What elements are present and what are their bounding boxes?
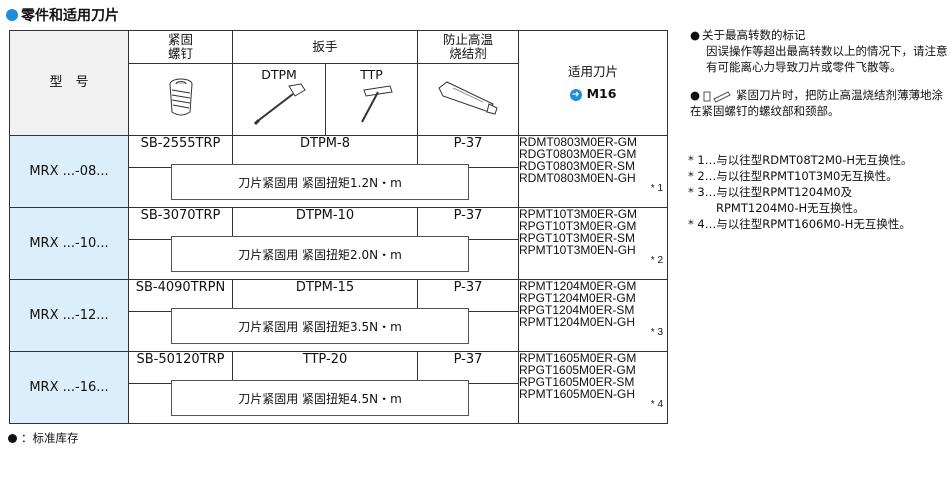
antiseize-cell: P-37 bbox=[417, 135, 520, 168]
torque-box: 刀片紧固用 紧固扭矩4.5N・m bbox=[171, 380, 469, 416]
insert-item: RDGT0803M0ER-SM bbox=[519, 159, 636, 173]
stock-dot-icon bbox=[8, 433, 17, 443]
insert-item: RPMT1605M0EN-GH bbox=[519, 387, 636, 401]
antiseize-cell: P-37 bbox=[417, 351, 520, 384]
screw-image-cell bbox=[128, 63, 233, 136]
footnote-ref: * 2 bbox=[650, 255, 664, 266]
model-cell: MRX ...-16... bbox=[9, 351, 129, 424]
clamp-screw-icon bbox=[169, 78, 192, 116]
screwdriver-icon bbox=[253, 83, 306, 126]
footnote-item: * 1…与以往型RDMT08T2M0-H无互换性。 bbox=[688, 153, 913, 167]
model-cell: MRX ...-10... bbox=[9, 207, 129, 280]
insert-item: RPMT10T3M0ER-GM bbox=[519, 207, 638, 221]
insert-item: RDMT0803M0EN-GH bbox=[519, 171, 636, 185]
speed-note-body: 因误操作等超出最高转数以上的情况下，请注意有可能离心力导致刀片或零件飞散等。 bbox=[706, 44, 948, 74]
antiseize-cell: P-37 bbox=[417, 207, 520, 240]
insert-item: RDMT0803M0ER-GM bbox=[519, 135, 638, 149]
torque-box: 刀片紧固用 紧固扭矩1.2N・m bbox=[171, 164, 469, 200]
footnote-item: * 4…与以往型RPMT1606M0-H无互换性。 bbox=[688, 217, 911, 231]
insert-item: RPGT1204M0ER-SM bbox=[519, 303, 635, 317]
torque-cell: 刀片紧固用 紧固扭矩3.5N・m bbox=[127, 308, 520, 352]
footnote-ref: * 4 bbox=[650, 399, 664, 410]
header-inserts: 适用刀片 ➜ M16 bbox=[518, 30, 669, 136]
parts-table-wrapper: 型 号 紧固 螺钉 扳手 防止高温 烧结剂 适用刀片 ➜ M16 DTPM bbox=[9, 30, 669, 425]
tube-icon bbox=[438, 81, 498, 115]
screw-note-row: ●紧固刀片时，把防止高温烧结剂薄薄地涂在紧固螺钉的螺纹部和颈部。 bbox=[690, 87, 950, 119]
inserts-cell: RDMT0803M0ER-GM RDGT0803M0ER-GM RDGT0803… bbox=[518, 135, 669, 208]
wrench-ttp-label: TTP bbox=[360, 67, 383, 82]
footnote-item: RPMT1204M0-H无互换性。 bbox=[716, 201, 865, 215]
antiseize-cell: P-37 bbox=[417, 279, 520, 312]
header-inserts-label: 适用刀片 bbox=[568, 64, 619, 79]
parts-table: 型 号 紧固 螺钉 扳手 防止高温 烧结剂 适用刀片 ➜ M16 DTPM bbox=[9, 30, 669, 424]
inserts-cell: RPMT1204M0ER-GM RPGT1204M0ER-GM RPGT1204… bbox=[518, 279, 669, 352]
footnote-ref: * 3 bbox=[650, 327, 664, 338]
torque-cell: 刀片紧固用 紧固扭矩4.5N・m bbox=[127, 380, 520, 424]
torque-cell: 刀片紧固用 紧固扭矩1.2N・m bbox=[127, 164, 520, 208]
footnote-item: * 2…与以往型RPMT10T3M0无互换性。 bbox=[688, 169, 898, 183]
wrench-dtpm-label: DTPM bbox=[261, 67, 297, 82]
screw-cell: SB-50120TRP bbox=[128, 351, 233, 384]
torque-cell: 刀片紧固用 紧固扭矩2.0N・m bbox=[127, 236, 520, 280]
insert-item: RPMT10T3M0EN-GH bbox=[519, 243, 636, 257]
bullet-icon: ● bbox=[690, 28, 701, 42]
header-model: 型 号 bbox=[9, 30, 129, 136]
wrench-cell: TTP-20 bbox=[231, 351, 419, 384]
header-antiseize-line2: 烧结剂 bbox=[449, 46, 487, 61]
screw-and-tube-icon bbox=[703, 90, 731, 103]
insert-item: RPGT1605M0ER-GM bbox=[519, 363, 636, 377]
header-screw-line1: 紧固 bbox=[167, 32, 193, 47]
header-inserts-size-row: ➜ M16 bbox=[519, 87, 667, 101]
torque-box: 刀片紧固用 紧固扭矩3.5N・m bbox=[171, 308, 469, 344]
title-bullet-icon bbox=[6, 9, 18, 21]
arrow-right-icon: ➜ bbox=[569, 88, 582, 101]
insert-item: RDGT0803M0ER-GM bbox=[519, 147, 637, 161]
header-antiseize: 防止高温 烧结剂 bbox=[417, 30, 520, 64]
inserts-cell: RPMT10T3M0ER-GM RPGT10T3M0ER-GM RPGT10T3… bbox=[518, 207, 669, 280]
section-title: 零件和适用刀片 bbox=[6, 4, 119, 26]
wrench-cell: DTPM-15 bbox=[231, 279, 419, 312]
section-title-text: 零件和适用刀片 bbox=[21, 8, 119, 24]
header-antiseize-line1: 防止高温 bbox=[443, 32, 494, 47]
screw-cell: SB-4090TRPN bbox=[128, 279, 233, 312]
wrench-dtpm-cell: DTPM bbox=[232, 63, 326, 136]
screw-note-text: 紧固刀片时，把防止高温烧结剂薄薄地涂在紧固螺钉的螺纹部和颈部。 bbox=[690, 88, 943, 118]
footnotes: * 1…与以往型RDMT08T2M0-H无互换性。 * 2…与以往型RPMT10… bbox=[688, 152, 913, 232]
t-wrench-icon bbox=[360, 85, 393, 123]
wrench-cell: DTPM-10 bbox=[231, 207, 419, 240]
footnote-item: * 3…与以往型RPMT1204M0及 bbox=[688, 185, 853, 199]
speed-note-title: 关于最高转数的标记 bbox=[702, 28, 806, 42]
header-wrench: 扳手 bbox=[231, 30, 419, 64]
insert-item: RPGT1204M0ER-GM bbox=[519, 291, 636, 305]
insert-item: RPGT10T3M0ER-GM bbox=[519, 219, 637, 233]
insert-item: RPMT1204M0EN-GH bbox=[519, 315, 636, 329]
speed-note-title-row: ●关于最高转数的标记 bbox=[690, 27, 950, 43]
inserts-cell: RPMT1605M0ER-GM RPGT1605M0ER-GM RPGT1605… bbox=[518, 351, 669, 424]
wrench-ttp-cell: TTP bbox=[324, 63, 419, 136]
insert-item: RPGT1605M0ER-SM bbox=[519, 375, 635, 389]
header-screw-line2: 螺钉 bbox=[167, 46, 193, 61]
insert-item: RPGT10T3M0ER-SM bbox=[519, 231, 636, 245]
insert-item: RPMT1605M0ER-GM bbox=[519, 351, 637, 365]
model-cell: MRX ...-12... bbox=[9, 279, 129, 352]
footnote-ref: * 1 bbox=[650, 183, 664, 194]
legend: ：标准库存 bbox=[8, 430, 79, 446]
insert-item: RPMT1204M0ER-GM bbox=[519, 279, 637, 293]
legend-text: ：标准库存 bbox=[21, 431, 79, 445]
bullet-icon: ● bbox=[690, 88, 701, 102]
screw-cell: SB-3070TRP bbox=[128, 207, 233, 240]
side-notes: ●关于最高转数的标记 因误操作等超出最高转数以上的情况下，请注意有可能离心力导致… bbox=[690, 27, 950, 119]
header-screw: 紧固 螺钉 bbox=[128, 30, 233, 64]
header-inserts-size: M16 bbox=[586, 86, 617, 101]
torque-box: 刀片紧固用 紧固扭矩2.0N・m bbox=[171, 236, 469, 272]
antiseize-image-cell bbox=[417, 63, 520, 136]
model-cell: MRX ...-08... bbox=[9, 135, 129, 208]
wrench-cell: DTPM-8 bbox=[231, 135, 419, 168]
screw-cell: SB-2555TRP bbox=[128, 135, 233, 168]
